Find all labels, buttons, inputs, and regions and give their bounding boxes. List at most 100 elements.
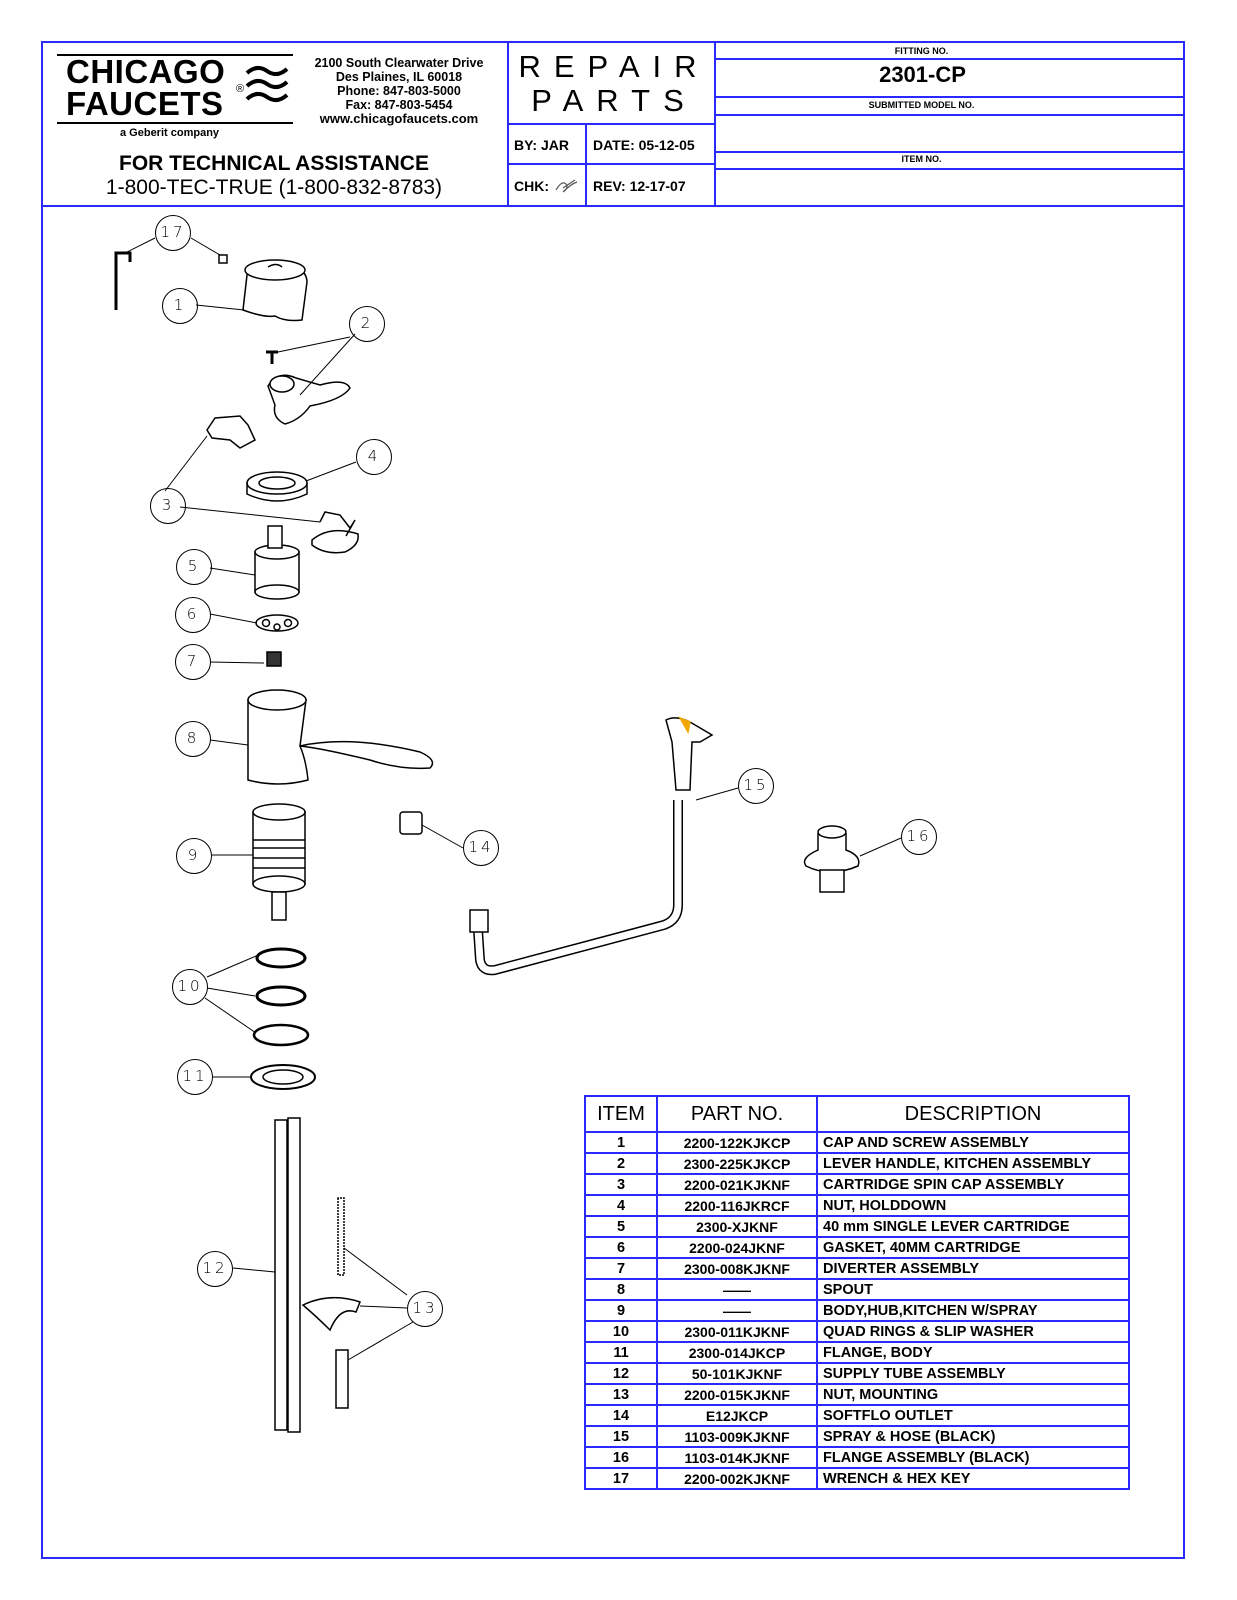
callout-12: 12	[197, 1251, 233, 1287]
logo-rule-top	[57, 54, 293, 56]
tech-assist-heading: FOR TECHNICAL ASSISTANCE	[119, 152, 429, 175]
description-cell: SPOUT	[816, 1278, 1130, 1301]
item-cell: 10	[584, 1320, 658, 1343]
description-cell: 40 mm SINGLE LEVER CARTRIDGE	[816, 1215, 1130, 1238]
callout-1: 1	[162, 288, 198, 324]
callout-3: 3	[150, 488, 186, 524]
description-cell: FLANGE, BODY	[816, 1341, 1130, 1364]
part-no-cell: 1103-014KJKNF	[656, 1446, 818, 1469]
part-no-cell: 2300-008KJKNF	[656, 1257, 818, 1280]
description-cell: QUAD RINGS & SLIP WASHER	[816, 1320, 1130, 1343]
date-field: DATE: 05-12-05	[593, 137, 695, 153]
title-line-2: PARTS	[531, 83, 697, 118]
item-no-label: ITEM NO.	[901, 154, 942, 164]
header-bottom-rule	[41, 205, 1185, 207]
item-cell: 8	[584, 1278, 658, 1301]
by-field: BY: JAR	[514, 137, 569, 153]
address-web[interactable]: www.chicagofaucets.com	[319, 111, 479, 126]
callout-8: 8	[175, 721, 211, 757]
item-cell: 9	[584, 1299, 658, 1322]
table-row: 8——SPOUT	[584, 1278, 1130, 1301]
header-rule-repair	[507, 123, 716, 125]
part-no-cell: 2200-015KJKNF	[656, 1383, 818, 1406]
col-header-part-no: PART NO.	[656, 1095, 818, 1133]
callout-5: 5	[176, 549, 212, 585]
company-address: 2100 South Clearwater Drive Des Plaines,…	[296, 56, 502, 126]
callout-15: 15	[738, 768, 774, 804]
page-border	[41, 41, 1185, 1559]
fitting-no-value: 2301-CP	[879, 62, 966, 87]
parts-table-header: ITEM PART NO. DESCRIPTION	[584, 1095, 1130, 1133]
description-cell: CAP AND SCREW ASSEMBLY	[816, 1131, 1130, 1154]
item-cell: 14	[584, 1404, 658, 1427]
item-cell: 4	[584, 1194, 658, 1217]
description-cell: NUT, HOLDDOWN	[816, 1194, 1130, 1217]
part-no-cell: ——	[656, 1299, 818, 1322]
model-no-label: SUBMITTED MODEL NO.	[868, 100, 975, 110]
part-no-cell: 2300-011KJKNF	[656, 1320, 818, 1343]
item-cell: 13	[584, 1383, 658, 1406]
rev-field: REV: 12-17-07	[593, 178, 686, 194]
description-cell: FLANGE ASSEMBLY (BLACK)	[816, 1446, 1130, 1469]
description-cell: GASKET, 40MM CARTRIDGE	[816, 1236, 1130, 1259]
description-cell: SUPPLY TUBE ASSEMBLY	[816, 1362, 1130, 1385]
logo-tagline: a Geberit company	[120, 127, 220, 139]
item-cell: 12	[584, 1362, 658, 1385]
table-row: 9——BODY,HUB,KITCHEN W/SPRAY	[584, 1299, 1130, 1322]
tech-assist-phone: 1-800-TEC-TRUE (1-800-832-8783)	[105, 176, 443, 199]
item-cell: 5	[584, 1215, 658, 1238]
logo-text-chicago: CHICAGO	[66, 53, 226, 90]
callout-10: 10	[172, 969, 208, 1005]
callout-16: 16	[901, 819, 937, 855]
header-rule-r2	[714, 96, 1185, 98]
part-no-cell: 2200-024JKNF	[656, 1236, 818, 1259]
description-cell: DIVERTER ASSEMBLY	[816, 1257, 1130, 1280]
address-fax: Fax: 847-803-5454	[345, 98, 453, 112]
callout-7: 7	[175, 644, 211, 680]
header-rule-r5	[714, 168, 1185, 170]
header-divider-3	[585, 124, 587, 207]
address-phone: Phone: 847-803-5000	[337, 84, 461, 98]
registered-mark: ®	[236, 83, 245, 95]
header-rule-r1	[714, 58, 1185, 60]
item-cell: 6	[584, 1236, 658, 1259]
description-cell: SOFTFLO OUTLET	[816, 1404, 1130, 1427]
part-no-cell: 2300-014JKCP	[656, 1341, 818, 1364]
callout-13: 13	[407, 1291, 443, 1327]
item-cell: 15	[584, 1425, 658, 1448]
chk-field: CHK:	[514, 178, 549, 194]
callout-11: 11	[177, 1059, 213, 1095]
callout-4: 4	[356, 439, 392, 475]
address-city: Des Plaines, IL 60018	[335, 70, 463, 84]
description-cell: BODY,HUB,KITCHEN W/SPRAY	[816, 1299, 1130, 1322]
document-title: REPAIR PARTS	[512, 50, 716, 118]
fitting-no-label: FITTING NO.	[894, 46, 949, 56]
part-no-cell: 2200-002KJKNF	[656, 1467, 818, 1490]
part-no-cell: 2200-021KJKNF	[656, 1173, 818, 1196]
item-cell: 16	[584, 1446, 658, 1469]
item-cell: 3	[584, 1173, 658, 1196]
callout-14: 14	[463, 830, 499, 866]
logo-text-faucets: FAUCETS	[66, 85, 224, 122]
header-rule-bychk	[507, 163, 716, 165]
callout-6: 6	[175, 597, 211, 633]
header-rule-r4	[714, 151, 1185, 153]
item-cell: 2	[584, 1152, 658, 1175]
header-rule-r3	[714, 114, 1185, 116]
part-no-cell: 2200-116JKRCF	[656, 1194, 818, 1217]
callout-17: 17	[155, 215, 191, 251]
item-cell: 7	[584, 1257, 658, 1280]
